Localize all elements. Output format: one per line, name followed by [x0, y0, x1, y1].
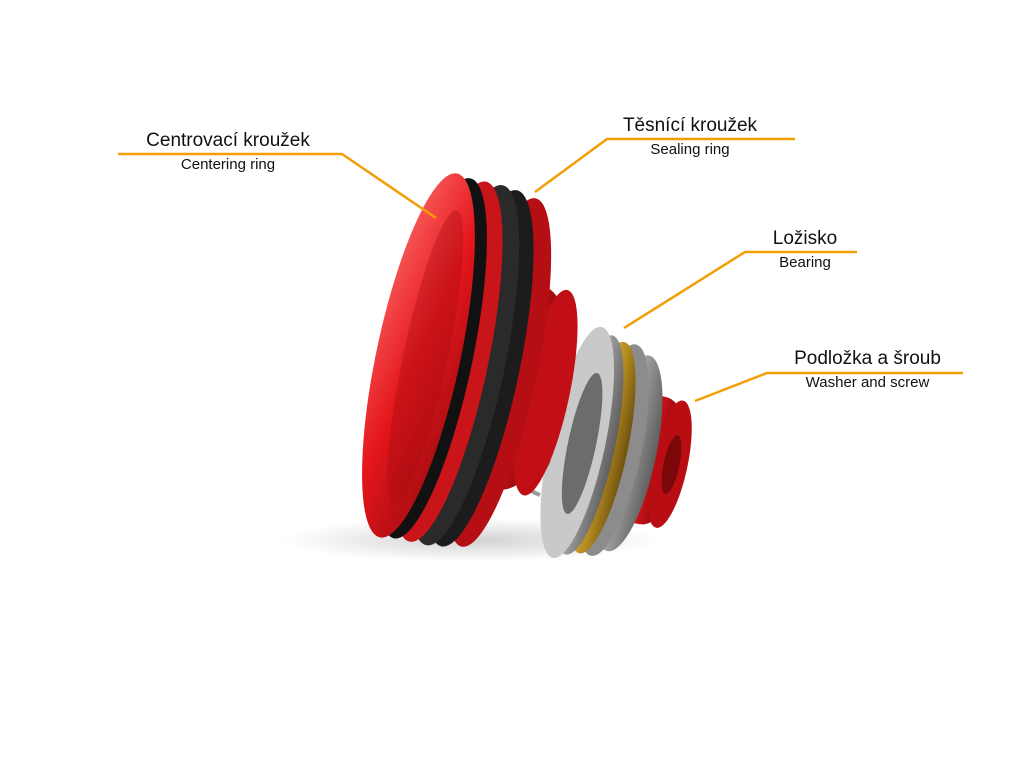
leader-centering-ring: [118, 152, 437, 220]
piston-body: [362, 173, 578, 547]
label-centering-ring: Centrovací kroužek Centering ring: [128, 131, 328, 172]
label-en: Sealing ring: [650, 141, 730, 158]
label-en: Washer and screw: [805, 374, 930, 391]
label-bearing: Ložisko Bearing: [745, 229, 865, 270]
label-cz: Ložisko: [772, 228, 838, 249]
leader-bearing: [623, 250, 857, 330]
label-cz: Těsnící kroužek: [622, 115, 758, 136]
leader-sealing-ring: [534, 137, 795, 194]
label-en: Bearing: [779, 254, 831, 271]
label-washer-screw: Podložka a šroub Washer and screw: [770, 349, 965, 390]
label-cz: Podložka a šroub: [794, 348, 941, 369]
bearing-stack: [540, 326, 663, 558]
label-en: Centering ring: [180, 156, 276, 173]
label-sealing-ring: Těsnící kroužek Sealing ring: [600, 116, 780, 157]
leader-washer-screw: [694, 371, 963, 403]
label-cz: Centrovací kroužek: [146, 130, 310, 151]
